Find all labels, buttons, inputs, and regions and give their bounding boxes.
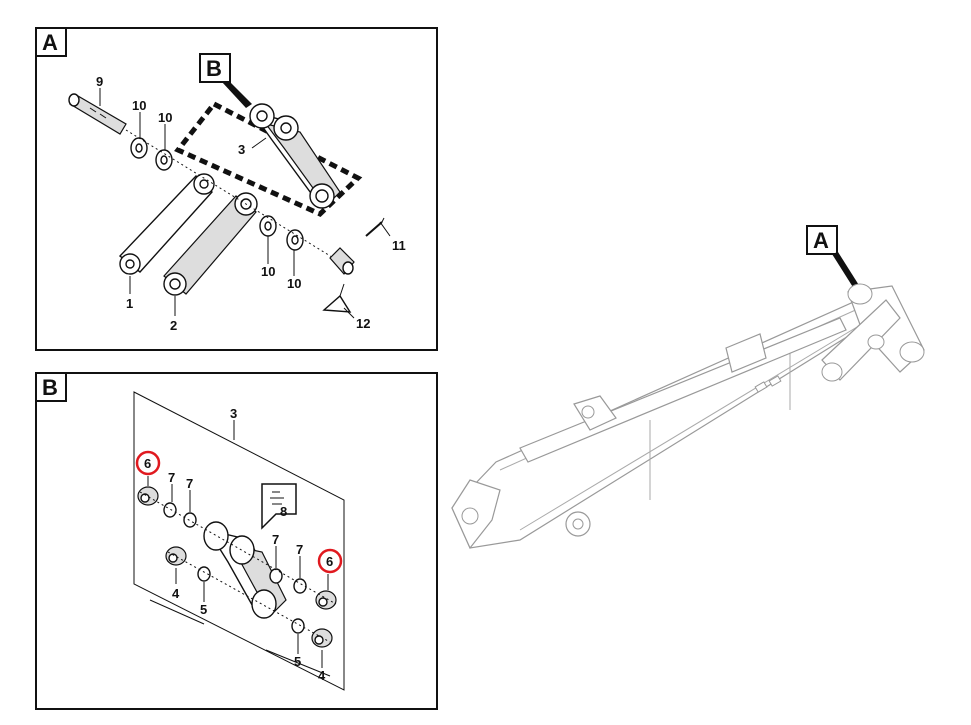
hydraulic-cylinder [519, 317, 847, 463]
assembly-axis [125, 129, 341, 263]
label-6: 6 [326, 554, 333, 569]
part-7-seal [293, 578, 307, 594]
part-1-link [118, 173, 215, 275]
panel-a-tag: A [42, 30, 58, 55]
panel-b-tag-box [35, 372, 67, 402]
panel-b-tag: B [42, 375, 58, 400]
label-11: 11 [392, 238, 406, 253]
overview-arm: A [451, 225, 925, 550]
panel-a-frame [35, 27, 438, 351]
part-5-seal [197, 566, 211, 582]
label-10: 10 [261, 264, 275, 279]
label-2: 2 [170, 318, 177, 333]
label-6: 6 [144, 456, 151, 471]
part-4-bushing [311, 628, 333, 648]
highlight-circle [135, 450, 161, 476]
label-10: 10 [132, 98, 146, 113]
label-1: 1 [126, 296, 133, 311]
part-7-seal [269, 568, 283, 584]
part-5-seal [291, 618, 305, 634]
panel-a-tag-box [35, 27, 67, 57]
part-9-pin [68, 93, 127, 135]
label-10: 10 [287, 276, 301, 291]
label-3: 3 [230, 406, 237, 421]
panel-a-callout-label: B [206, 56, 222, 81]
part-12-cotter [322, 294, 352, 313]
overview-pointer [832, 252, 862, 292]
overview-tag: A [813, 228, 829, 253]
assembly-3-plane [133, 391, 345, 691]
panel-a: A B [35, 27, 438, 351]
label-3: 3 [238, 142, 245, 157]
label-7: 7 [186, 476, 193, 491]
panel-b: B [35, 372, 438, 710]
part-6-bushing [137, 486, 159, 506]
label-4: 4 [318, 668, 326, 683]
part-7-seal [163, 502, 177, 518]
panel-a-callout-box [199, 53, 231, 83]
label-8: 8 [280, 504, 287, 519]
label-5: 5 [294, 654, 301, 669]
part-6-bushing [315, 590, 337, 610]
part-7-seal [183, 512, 197, 528]
grease-icon [270, 491, 284, 505]
part-4-bushing [165, 546, 187, 566]
overview-tag-box [806, 225, 838, 255]
part-3-link-assembly [249, 103, 341, 209]
label-5: 5 [200, 602, 207, 617]
part-11-pin [329, 217, 385, 275]
label-12: 12 [356, 316, 370, 331]
highlight-circle [317, 548, 343, 574]
label-10: 10 [158, 110, 172, 125]
label-9: 9 [96, 74, 103, 89]
label-7: 7 [272, 532, 279, 547]
callout-pointer [222, 82, 252, 108]
label-7: 7 [168, 470, 175, 485]
part-8-grease-callout [261, 483, 297, 530]
assembly-axis [167, 551, 331, 643]
label-4: 4 [172, 586, 180, 601]
label-7: 7 [296, 542, 303, 557]
part-3-link-assembly [203, 521, 287, 619]
